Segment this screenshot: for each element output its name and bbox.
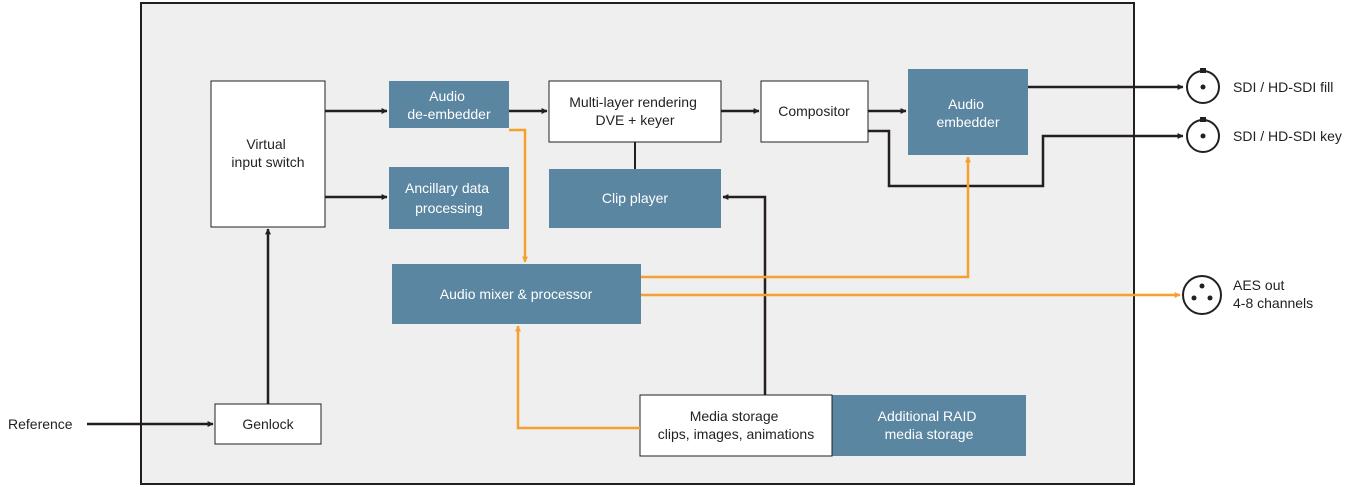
ancillary-line-1: Ancillary data [405, 180, 489, 196]
aes-channels-label: 4-8 channels [1233, 295, 1313, 311]
compositor-label: Compositor [778, 103, 850, 119]
multilayer-line-2: DVE + keyer [596, 112, 675, 128]
svg-text:Compositor: Compositor [778, 103, 850, 119]
svg-text:Genlock: Genlock [242, 416, 294, 432]
svg-text:Clip player: Clip player [602, 190, 668, 206]
multilayer-rendering-block: Multi-layer rendering DVE + keyer [548, 80, 722, 143]
bnc-connector-icon [1186, 117, 1220, 153]
ancillary-line-2: processing [415, 200, 483, 216]
sdi-fill-label: SDI / HD-SDI fill [1233, 79, 1333, 95]
raid-line-2: media storage [885, 426, 974, 442]
svg-text:Audio de-embedder: Audio de-embedder [407, 88, 491, 122]
clip-player-block: Clip player [549, 169, 721, 228]
bnc-connector-icon [1186, 68, 1220, 104]
audio-deembedder-to-mixer [509, 128, 528, 263]
svg-text:Multi-layer rendering DV: Multi-layer rendering DVE + keyer [569, 94, 701, 128]
svg-text:Audio embedder: Audio embedder [936, 96, 999, 130]
genlock-block: Genlock [214, 403, 322, 445]
virtual-switch-line-1: Virtual [246, 136, 285, 152]
svg-text:Additional RAID media st: Additional RAID media storage [878, 408, 981, 442]
audio-mixer-label: Audio mixer & processor [440, 286, 593, 302]
svg-text:AES out 4-8 channels: AES out 4-8 channels [1233, 277, 1313, 311]
media-storage-block: Media storage clips, images, animations [639, 394, 833, 457]
ancillary-data-block: Ancillary data processing [389, 167, 509, 229]
audio-deembedder-line-1: Audio [429, 88, 465, 104]
svg-text:Ancillary data processin: Ancillary data processing [405, 180, 493, 216]
media-storage-line-2: clips, images, animations [658, 426, 814, 442]
raid-storage-block: Additional RAID media storage [832, 395, 1026, 456]
audio-embedder-block: Audio embedder [908, 69, 1028, 155]
audio-embedder-line-1: Audio [948, 96, 984, 112]
media-storage-line-1: Media storage [690, 408, 779, 424]
audio-deembedder-block: Audio de-embedder [389, 81, 509, 128]
raid-line-1: Additional RAID [878, 408, 977, 424]
audio-mixer-to-embedder [641, 156, 971, 279]
virtual-switch-line-2: input switch [231, 154, 304, 170]
connector-compositor-to-sdi-key [868, 129, 1184, 188]
svg-text:Virtual input switch: Virtual input switch [231, 136, 304, 170]
audio-mixer-block: Audio mixer & processor [392, 264, 641, 324]
multilayer-line-1: Multi-layer rendering [569, 94, 697, 110]
svg-text:Audio mixer & processor: Audio mixer & processor [440, 286, 593, 302]
genlock-label: Genlock [242, 416, 294, 432]
clip-player-label: Clip player [602, 190, 668, 206]
virtual-input-switch-block: Virtual input switch [210, 80, 326, 228]
svg-text:Media storage clips, ima: Media storage clips, images, animations [658, 408, 814, 442]
audio-storage-to-mixer [515, 325, 640, 430]
sdi-key-label: SDI / HD-SDI key [1233, 128, 1342, 144]
xlr-connector-icon [1182, 275, 1222, 315]
compositor-block: Compositor [760, 80, 869, 143]
audio-deembedder-line-2: de-embedder [407, 106, 491, 122]
reference-label: Reference [8, 416, 73, 432]
connector-storage-to-clipplayer [722, 194, 767, 395]
aes-out-label: AES out [1233, 277, 1284, 293]
audio-embedder-line-2: embedder [936, 114, 999, 130]
